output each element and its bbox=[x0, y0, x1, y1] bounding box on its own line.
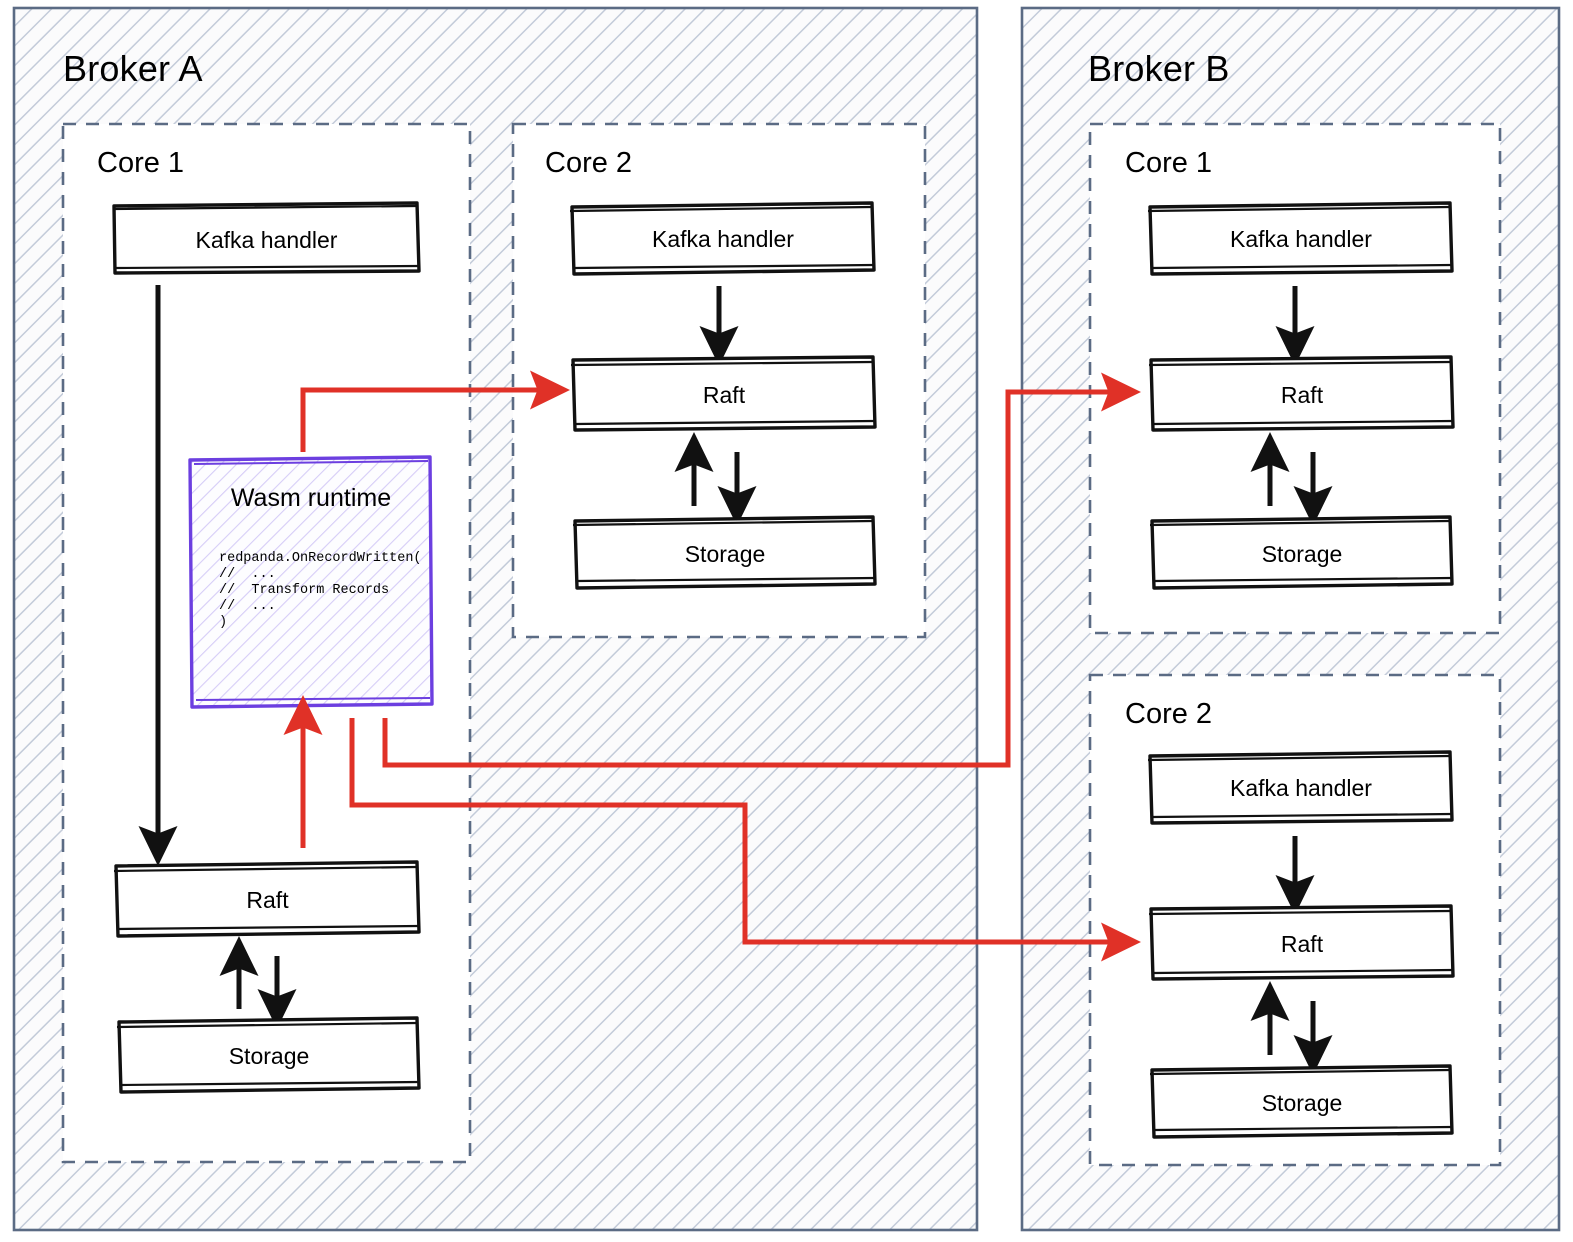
broker-a-core-1-storage-box bbox=[116, 1016, 421, 1094]
wasm-runtime-box bbox=[188, 455, 434, 709]
red-arrow-wasm-to-broker-b-core2-raft bbox=[349, 718, 1142, 962]
broker-a-core-2-storage-box bbox=[572, 515, 877, 590]
broker-a-core-2-raft-box bbox=[570, 355, 877, 432]
broker-b-core-2-raft-box bbox=[1148, 904, 1455, 981]
broker-a-core-1-raft-box bbox=[113, 860, 421, 938]
red-arrow-wasm-to-broker-b-core1-raft bbox=[382, 372, 1142, 768]
red-arrow-wasm-to-core2-raft bbox=[300, 370, 571, 452]
broker-b-core-1-storage-box bbox=[1149, 515, 1454, 590]
broker-b-core-2-storage-box bbox=[1149, 1064, 1454, 1139]
broker-a-core-2-kafka-handler-box bbox=[569, 201, 876, 276]
broker-b-core-1-raft-box bbox=[1148, 355, 1455, 432]
broker-b-core-1-kafka-handler-box bbox=[1147, 201, 1454, 276]
broker-b-core-2-kafka-handler-box bbox=[1147, 750, 1454, 825]
broker-a-core-1-kafka-handler-box bbox=[112, 201, 421, 275]
